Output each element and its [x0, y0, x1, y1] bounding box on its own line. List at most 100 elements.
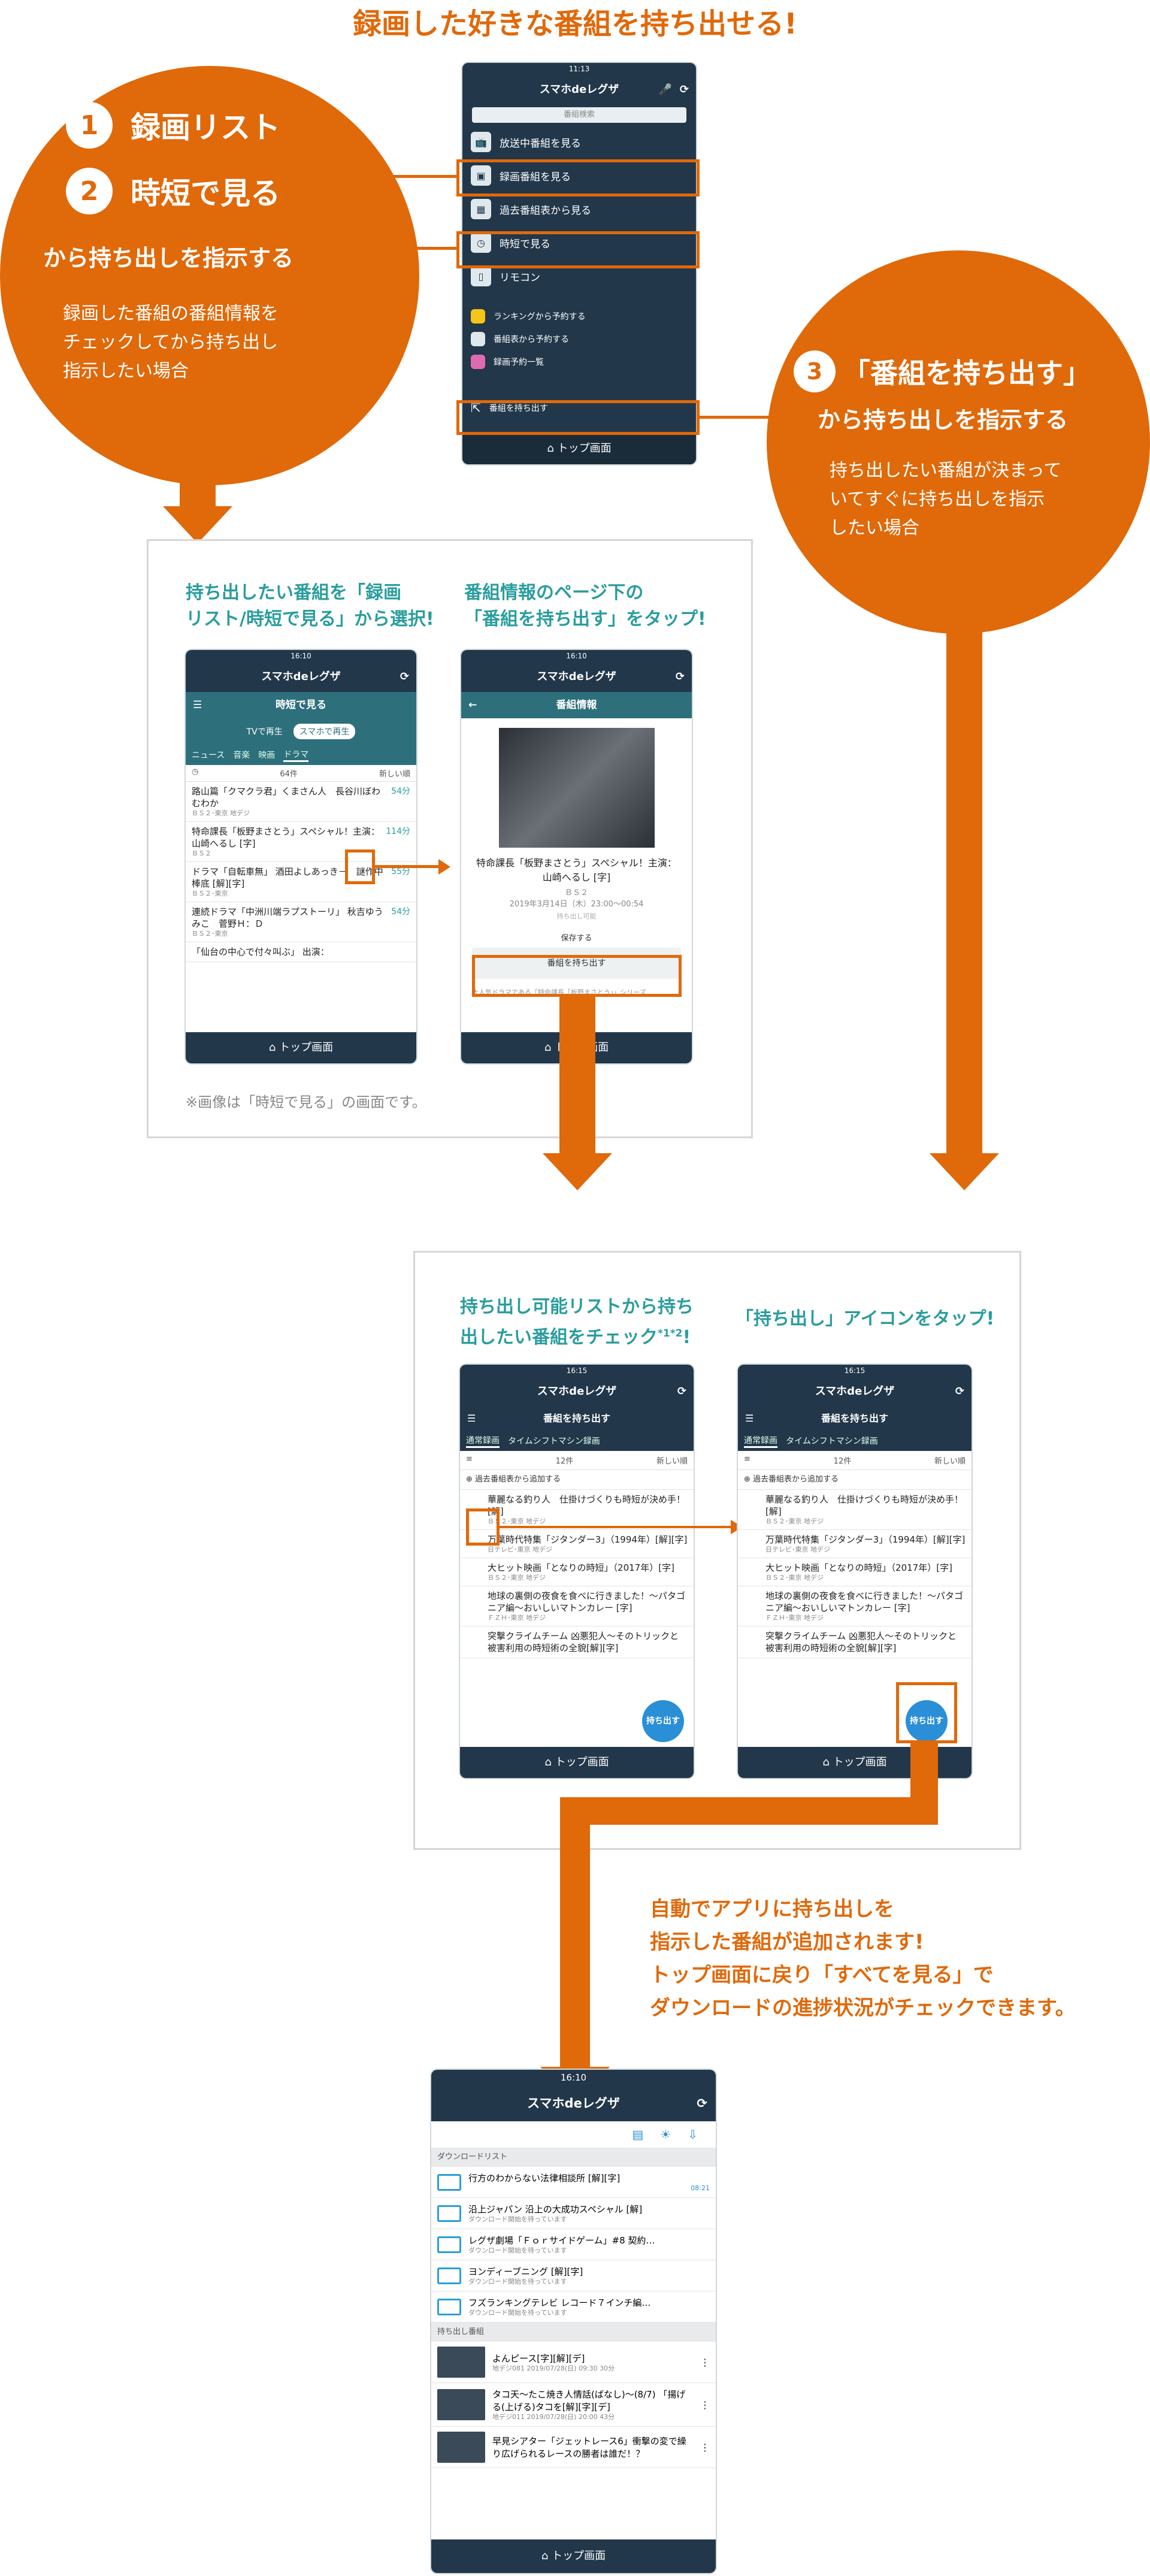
- menu-item-remote[interactable]: ▯リモコン: [462, 259, 696, 293]
- list-item[interactable]: 万葉時代特集「ジタンダー3」（1994年）[解][字]日テレビ･東京 地デジ: [460, 1530, 694, 1558]
- list-item[interactable]: 早見シアター「ジェットレース6」衝撃の変で繰り広げられるレースの勝者は誰だ！？⋮: [431, 2427, 716, 2468]
- arrow-shaft: [560, 1797, 590, 2073]
- add-from-past-guide[interactable]: ⊕ 過去番組表から追加する: [460, 1470, 694, 1490]
- tab-news[interactable]: ニュース: [192, 751, 225, 760]
- item1-row: 1 録画リスト: [66, 102, 280, 149]
- list-item[interactable]: 華麗なる釣り人 仕掛けづくりも時短が決め手！[解]ＢＳ２･東京 地デジ: [738, 1490, 972, 1530]
- back-icon[interactable]: ←: [468, 699, 477, 711]
- more-icon[interactable]: ⋮: [700, 2399, 710, 2411]
- program-title: 大ヒット映画「となりの時短」（2017年）[字]: [765, 1562, 952, 1573]
- bottom-nav[interactable]: ⌂ トップ画面: [186, 1032, 416, 1063]
- list-header: ≡12件新しい順: [460, 1451, 694, 1470]
- program-title: 特命課長「板野まさとう」スペシャル！主演：山崎へるし [字]: [192, 826, 380, 849]
- duration: 54分: [391, 907, 410, 917]
- refresh-icon[interactable]: ⟳: [675, 670, 685, 683]
- app-bar: スマホdeレグザ⟳: [461, 662, 692, 692]
- tab-movie[interactable]: 映画: [258, 751, 276, 760]
- connector-line: [500, 1526, 733, 1528]
- list-item[interactable]: 突撃クライムチーム 凶悪犯人〜そのトリックと被害利用の時短術の全貌[解][字]: [738, 1626, 972, 1658]
- search-input[interactable]: 番組検索: [472, 107, 686, 123]
- mic-icon[interactable]: 🎤: [658, 83, 672, 96]
- takeout-fab[interactable]: 持ち出す: [906, 1700, 948, 1742]
- program-thumbnail: [437, 2432, 485, 2463]
- list-item[interactable]: 大ヒット映画「となりの時短」（2017年）[字]ＢＳ２･東京 地デジ: [460, 1558, 694, 1586]
- sort-select[interactable]: 新しい順: [656, 1457, 688, 1466]
- play-toggle: TVで再生 スマホで再生: [186, 718, 416, 745]
- program-channel: ＢＳ２: [564, 888, 588, 897]
- status-bar: 16:15: [460, 1365, 694, 1377]
- menu-item-past-guide[interactable]: ▦過去番組表から見る: [462, 192, 696, 226]
- program-title: 大ヒット映画「となりの時短」（2017年）[字]: [488, 1562, 674, 1573]
- list-item[interactable]: 行方のわからない法律相談所 [解][字]08:21: [431, 2167, 716, 2198]
- bottom-nav[interactable]: ⌂ トップ画面: [431, 2539, 716, 2573]
- menu-icon[interactable]: ☰: [467, 1413, 476, 1424]
- tv-play-button[interactable]: TVで再生: [246, 727, 283, 737]
- list-item[interactable]: 突撃クライムチーム 凶悪犯人〜そのトリックと被害利用の時短術の全貌[解][字]: [460, 1626, 694, 1658]
- menu-item-live[interactable]: 📺放送中番組を見る: [462, 125, 696, 159]
- monitor-icon: [437, 2236, 461, 2253]
- add-from-past-guide[interactable]: ⊕ 過去番組表から追加する: [738, 1470, 972, 1490]
- download-status: ダウンロード開始を待っています: [468, 2278, 567, 2285]
- download-icon[interactable]: ⇩: [688, 2127, 698, 2142]
- highlight-takeout: [456, 400, 700, 435]
- list-item[interactable]: フズランキングテレビ レコード７インチ編…ダウンロード開始を待っています: [431, 2291, 716, 2323]
- takeout-button[interactable]: 番組を持ち出す: [472, 948, 681, 979]
- list-header: ≡12件新しい順: [738, 1451, 972, 1470]
- item2-row: 2 時短で見る: [66, 168, 280, 214]
- tab-normal-recording[interactable]: 通常録画: [466, 1434, 500, 1448]
- brightness-icon[interactable]: ☀: [660, 2127, 671, 2142]
- list-item[interactable]: 大ヒット映画「となりの時短」（2017年）[字]ＢＳ２･東京 地デジ: [738, 1558, 972, 1586]
- more-icon[interactable]: ⋮: [700, 2441, 710, 2453]
- arrow-right-head: [438, 859, 450, 875]
- program-title: 「仙台の中心で付々叫ぶ」 出演：: [192, 947, 329, 957]
- phone-play-button[interactable]: スマホで再生: [293, 724, 356, 739]
- tab-normal-recording[interactable]: 通常録画: [744, 1434, 777, 1448]
- menu-icon[interactable]: ☰: [193, 699, 202, 711]
- number-3-badge: 3: [794, 350, 836, 392]
- refresh-icon[interactable]: ⟳: [677, 1385, 686, 1398]
- bottom-nav[interactable]: ⌂ トップ画面: [462, 433, 696, 464]
- program-title: 華麗なる釣り人 仕掛けづくりも時短が決め手！[解]: [765, 1494, 964, 1517]
- refresh-icon[interactable]: ⟳: [679, 83, 689, 96]
- list-item[interactable]: 地球の裏側の夜食を食べに行きました！〜パタゴニア編〜おいしいマトンカレー [字]…: [738, 1586, 972, 1626]
- menu-item-guide-reserve[interactable]: 番組表から予約する: [462, 328, 696, 350]
- refresh-icon[interactable]: ⟳: [955, 1385, 964, 1398]
- tab-music[interactable]: 音楽: [233, 751, 250, 760]
- program-title: 万葉時代特集「ジタンダー3」（1994年）[解][字]: [765, 1534, 966, 1545]
- tab-drama[interactable]: ドラマ: [283, 748, 309, 762]
- list-item[interactable]: ヨンディーブニング [解][字]ダウンロード開始を待っています: [431, 2260, 716, 2291]
- tab-timeshift[interactable]: タイムシフトマシン録画: [786, 1437, 878, 1446]
- section-takeout: 持ち出し番組: [431, 2323, 716, 2342]
- refresh-icon[interactable]: ⟳: [697, 2096, 707, 2111]
- menu-icon[interactable]: ☰: [745, 1413, 754, 1424]
- tab-timeshift[interactable]: タイムシフトマシン録画: [508, 1437, 600, 1446]
- takeout-fab[interactable]: 持ち出す: [642, 1700, 684, 1742]
- menu-item-takeout[interactable]: ⇱番組を持ち出す: [462, 395, 696, 421]
- list-icon[interactable]: ▤: [632, 2127, 644, 2142]
- list-item[interactable]: 万葉時代特集「ジタンダー3」（1994年）[解][字]日テレビ･東京 地デジ: [738, 1530, 972, 1558]
- list-item[interactable]: 地球の裏側の夜食を食べに行きました！〜パタゴニア編〜おいしいマトンカレー [字]…: [460, 1586, 694, 1626]
- arrow-shaft: [946, 632, 982, 1156]
- bottom-nav[interactable]: ⌂ トップ画面: [460, 1747, 694, 1778]
- item1-label: 録画リスト: [131, 110, 280, 145]
- program-date: 2019年3月14日（木）23:00〜00:54: [509, 900, 644, 909]
- list-icon: [471, 355, 485, 369]
- list-item[interactable]: よんピース[字][解][デ]地デジ081 2019/07/28(日) 09:30…: [431, 2342, 716, 2383]
- menu-item-reserve-list[interactable]: 録画予約一覧: [462, 350, 696, 373]
- sort-select[interactable]: 新しい順: [934, 1457, 966, 1466]
- menu-item-recorded[interactable]: ▣録画番組を見る: [462, 159, 696, 192]
- sort-select[interactable]: 新しい順: [379, 770, 410, 779]
- list-item[interactable]: 沿上ジャパン 沿上の大成功スペシャル [解]ダウンロード開始を待っています: [431, 2198, 716, 2229]
- list-item[interactable]: タコ天〜たこ焼き人情話(ばなし)〜(8/7) 「揚げる(上げる)タコを[解][字…: [431, 2383, 716, 2427]
- menu-phone: 11:13 スマホdeレグザ 🎤 ⟳ 番組検索 📺放送中番組を見る ▣録画番組を…: [462, 63, 696, 464]
- more-icon[interactable]: ⋮: [700, 2356, 710, 2368]
- menu-item-ranking[interactable]: ランキングから予約する: [462, 305, 696, 328]
- list-item[interactable]: 「仙台の中心で付々叫ぶ」 出演：: [186, 942, 416, 962]
- list-item[interactable]: レグザ劇場「Ｆｏｒサイドゲーム」#8 契約…ダウンロード開始を待っています: [431, 2229, 716, 2260]
- menu-item-shortcut[interactable]: ◷時短で見る: [462, 226, 696, 259]
- refresh-icon[interactable]: ⟳: [400, 670, 409, 683]
